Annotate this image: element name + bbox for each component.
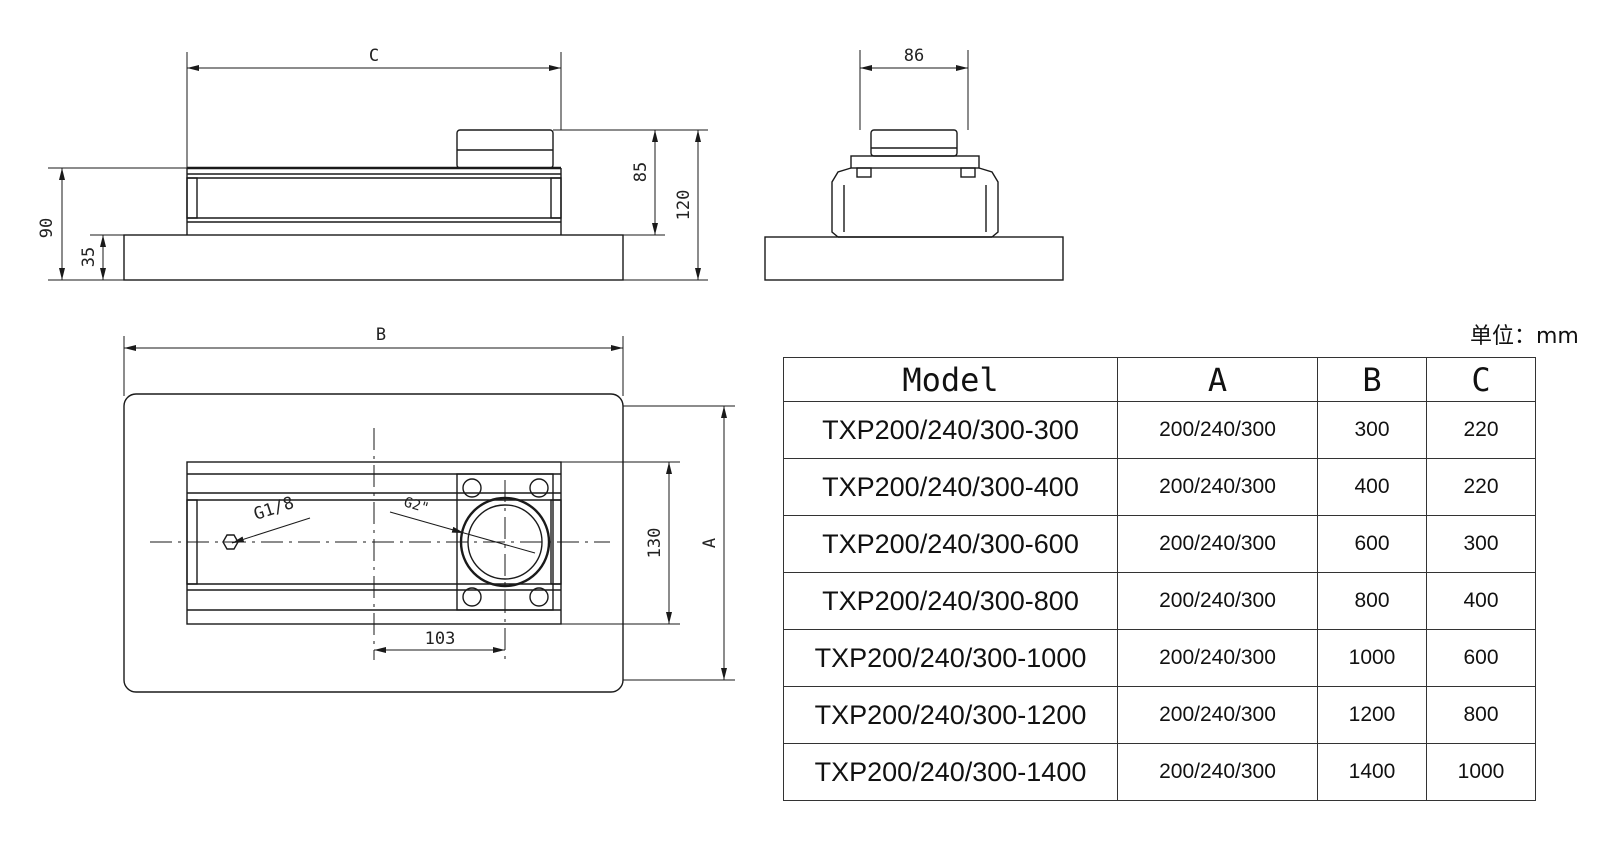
cell-model: TXP200/240/300-600 bbox=[783, 515, 1118, 573]
cell-c: 800 bbox=[1426, 686, 1536, 744]
cell-b: 1400 bbox=[1317, 743, 1427, 801]
table-row: TXP200/240/300-1200 200/240/300 1200 800 bbox=[783, 686, 1536, 744]
cell-model: TXP200/240/300-400 bbox=[783, 458, 1118, 516]
front-port bbox=[456, 129, 554, 169]
cell-b: 300 bbox=[1317, 401, 1427, 459]
cell-c: 400 bbox=[1426, 572, 1536, 630]
table-row: TXP200/240/300-800 200/240/300 800 400 bbox=[783, 572, 1536, 630]
dim-85-label: 85 bbox=[631, 162, 651, 182]
table-row: TXP200/240/300-300 200/240/300 300 220 bbox=[783, 401, 1536, 459]
table-row: TXP200/240/300-1000 200/240/300 1000 600 bbox=[783, 629, 1536, 687]
cell-model: TXP200/240/300-1400 bbox=[783, 743, 1118, 801]
top-base-plate bbox=[123, 393, 624, 693]
dim-a-label: A bbox=[700, 538, 720, 548]
cell-model: TXP200/240/300-1200 bbox=[783, 686, 1118, 744]
table-row: TXP200/240/300-600 200/240/300 600 300 bbox=[783, 515, 1536, 573]
cell-c: 220 bbox=[1426, 458, 1536, 516]
dim-35-label: 35 bbox=[79, 247, 99, 267]
cell-a: 200/240/300 bbox=[1117, 572, 1318, 630]
dim-103-label: 103 bbox=[425, 629, 456, 649]
dim-130-label: 130 bbox=[645, 528, 665, 559]
cell-c: 600 bbox=[1426, 629, 1536, 687]
header-model: Model bbox=[783, 357, 1118, 402]
cell-c: 220 bbox=[1426, 401, 1536, 459]
label-g2: G2" bbox=[402, 494, 431, 516]
cell-b: 1000 bbox=[1317, 629, 1427, 687]
dim-b-label: B bbox=[376, 325, 386, 345]
spec-table: Model A B C TXP200/240/300-300 200/240/3… bbox=[783, 357, 1536, 801]
label-g1-8: G1/8 bbox=[251, 493, 296, 525]
cell-b: 600 bbox=[1317, 515, 1427, 573]
table-row: TXP200/240/300-400 200/240/300 400 220 bbox=[783, 458, 1536, 516]
dim-120-label: 120 bbox=[674, 190, 694, 221]
side-view: 86 bbox=[764, 46, 1064, 281]
table-header-row: Model A B C bbox=[783, 357, 1536, 402]
unit-label: 单位：mm bbox=[1470, 324, 1579, 349]
cell-b: 800 bbox=[1317, 572, 1427, 630]
header-a: A bbox=[1117, 357, 1318, 402]
cell-b: 1200 bbox=[1317, 686, 1427, 744]
dim-c-label: C bbox=[369, 46, 379, 66]
cell-a: 200/240/300 bbox=[1117, 743, 1318, 801]
dim-90-label: 90 bbox=[37, 218, 57, 238]
table-row: TXP200/240/300-1400 200/240/300 1400 100… bbox=[783, 743, 1536, 801]
cell-a: 200/240/300 bbox=[1117, 458, 1318, 516]
cell-c: 1000 bbox=[1426, 743, 1536, 801]
header-b: B bbox=[1317, 357, 1427, 402]
side-base-plate bbox=[764, 236, 1064, 281]
cell-a: 200/240/300 bbox=[1117, 686, 1318, 744]
cell-model: TXP200/240/300-800 bbox=[783, 572, 1118, 630]
base-plate bbox=[123, 234, 624, 281]
cell-a: 200/240/300 bbox=[1117, 401, 1318, 459]
cell-model: TXP200/240/300-300 bbox=[783, 401, 1118, 459]
side-port bbox=[870, 129, 958, 157]
front-view: C 90 35 85 120 bbox=[37, 46, 708, 281]
cell-model: TXP200/240/300-1000 bbox=[783, 629, 1118, 687]
dim-86-label: 86 bbox=[904, 46, 924, 66]
cell-b: 400 bbox=[1317, 458, 1427, 516]
top-view: B G1/8 G2" bbox=[123, 325, 735, 693]
cell-a: 200/240/300 bbox=[1117, 515, 1318, 573]
cell-a: 200/240/300 bbox=[1117, 629, 1318, 687]
header-c: C bbox=[1426, 357, 1536, 402]
cell-c: 300 bbox=[1426, 515, 1536, 573]
